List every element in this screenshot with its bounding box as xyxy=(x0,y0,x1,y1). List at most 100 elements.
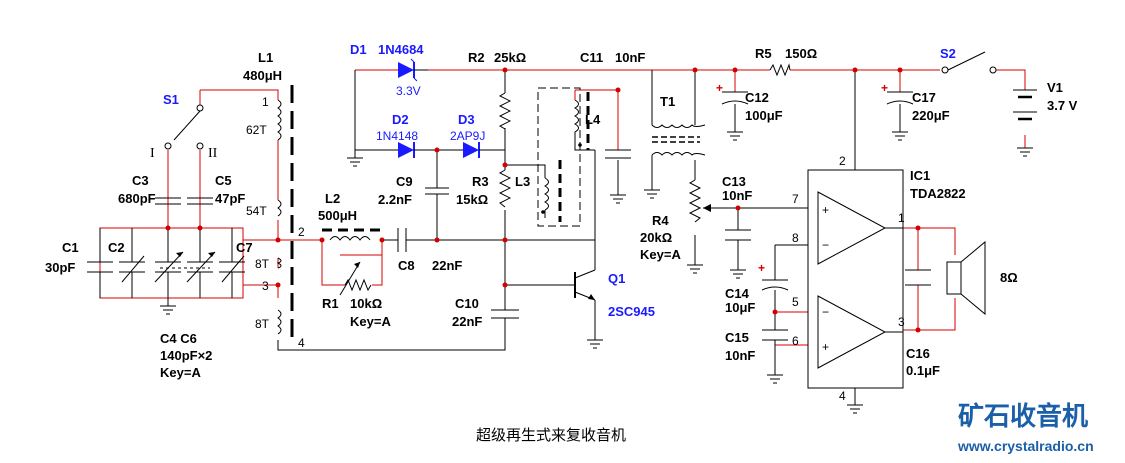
s2-ref: S2 xyxy=(940,46,956,61)
v1-ref: V1 xyxy=(1047,80,1063,95)
c14-value: 10μF xyxy=(725,300,755,315)
q1-ref: Q1 xyxy=(608,271,625,286)
junctions xyxy=(165,67,921,333)
d1-part: 1N4684 xyxy=(378,42,424,57)
c13-ref: C13 xyxy=(722,174,746,189)
output-stage xyxy=(905,240,986,316)
l1-turns-4: 8T xyxy=(255,317,270,331)
d3-ref: D3 xyxy=(458,112,475,127)
ic-tda2822: + − − + xyxy=(807,169,904,414)
c14-ref: C14 xyxy=(725,286,750,301)
svg-text:−: − xyxy=(822,238,829,252)
d3-part: 2AP9J xyxy=(450,129,485,143)
svg-text:+: + xyxy=(881,81,888,95)
c12-value: 100μF xyxy=(745,108,783,123)
switch-s1 xyxy=(164,104,204,150)
l1-turns-1: 62T xyxy=(246,123,267,137)
l1-pin4: 4 xyxy=(298,336,305,350)
c3-value: 680pF xyxy=(118,191,156,206)
potentiometer-r4 xyxy=(687,179,711,274)
wires xyxy=(99,69,1026,405)
r2-ref: R2 xyxy=(468,50,485,65)
svg-text:−: − xyxy=(822,305,829,319)
c8-ref: C8 xyxy=(398,258,415,273)
svg-text:+: + xyxy=(822,203,829,217)
l2-ref: L2 xyxy=(325,191,340,206)
diodes xyxy=(347,58,483,167)
inductor-l1 xyxy=(276,85,294,345)
c1-ref: C1 xyxy=(62,240,79,255)
logo-text: 矿石收音机 xyxy=(958,401,1088,432)
d2-part: 1N4148 xyxy=(376,129,418,143)
l1-turns-2: 54T xyxy=(246,204,267,218)
s1-ref: S1 xyxy=(163,92,179,107)
d1-value: 3.3V xyxy=(396,84,421,98)
c3-ref: C3 xyxy=(132,173,149,188)
c16-value: 0.1μF xyxy=(906,363,940,378)
r5-ref: R5 xyxy=(755,46,772,61)
l2-r1-c8 xyxy=(322,228,414,296)
s1-pos2: II xyxy=(208,146,218,161)
ic1-part: TDA2822 xyxy=(910,186,966,201)
c15-ref: C15 xyxy=(725,330,749,345)
c13-value: 10nF xyxy=(722,188,752,203)
l1-pin1: 1 xyxy=(262,95,269,109)
c9-ref: C9 xyxy=(396,174,413,189)
svg-text:+: + xyxy=(716,81,723,95)
diagram-title: 超级再生式来复收音机 xyxy=(476,426,626,444)
r1-value: 10kΩ xyxy=(350,296,382,311)
power-stage: + xyxy=(769,51,1037,157)
t1-ref: T1 xyxy=(660,94,675,109)
c8-value: 22nF xyxy=(432,258,462,273)
r5-value: 150Ω xyxy=(785,46,817,61)
ic1-pin7: 7 xyxy=(792,192,799,206)
labels: L1 480μH 1 62T 54T 2 8T 3 8T 4 S1 I II C… xyxy=(45,42,1078,403)
l1-pin3: 3 xyxy=(262,279,269,293)
rf-stage xyxy=(425,87,595,330)
r4-ref: R4 xyxy=(652,213,669,228)
ic1-pin1: 1 xyxy=(898,211,905,225)
r4-value: 20kΩ xyxy=(640,230,672,245)
ic1-pin5: 5 xyxy=(792,295,799,309)
r3-ref: R3 xyxy=(472,174,489,189)
c17-ref: C17 xyxy=(912,90,936,105)
ic1-pin3: 3 xyxy=(898,315,905,329)
c7-ref: C7 xyxy=(236,240,253,255)
c5-ref: C5 xyxy=(215,173,232,188)
c11-value: 10nF xyxy=(615,50,645,65)
c4c6-ref: C4 C6 xyxy=(160,331,197,346)
r1-ref: R1 xyxy=(322,296,339,311)
svg-text:+: + xyxy=(758,261,765,275)
l2-value: 500μH xyxy=(318,208,357,223)
c4c6-key: Key=A xyxy=(160,365,201,380)
c15-value: 10nF xyxy=(725,348,755,363)
l1-ref: L1 xyxy=(258,50,273,65)
d2-ref: D2 xyxy=(392,112,409,127)
c10-ref: C10 xyxy=(455,296,479,311)
input-capacitors: + xyxy=(725,229,789,384)
ic1-ref: IC1 xyxy=(910,168,930,183)
logo-url: www.crystalradio.cn xyxy=(957,438,1094,454)
l4-ref: L4 xyxy=(585,112,601,127)
q1-part: 2SC945 xyxy=(608,304,655,319)
c2-ref: C2 xyxy=(108,240,125,255)
c4c6-value: 140pF×2 xyxy=(160,348,212,363)
l1-value: 480μH xyxy=(243,68,282,83)
c11-t1 xyxy=(605,124,706,204)
l1-pin2: 2 xyxy=(298,225,305,239)
ic1-pin4: 4 xyxy=(839,389,846,403)
ic1-pin6: 6 xyxy=(792,334,799,348)
c10-value: 22nF xyxy=(452,314,482,329)
r4-key: Key=A xyxy=(640,247,681,262)
c9-value: 2.2nF xyxy=(378,192,412,207)
l3-ref: L3 xyxy=(515,174,530,189)
svg-text:+: + xyxy=(822,340,829,354)
v1-value: 3.7 V xyxy=(1047,98,1078,113)
r2-value: 25kΩ xyxy=(494,50,526,65)
c12-ref: C12 xyxy=(745,90,769,105)
d1-ref: D1 xyxy=(350,42,367,57)
tuning-capacitors xyxy=(87,197,245,315)
l1-turns-3: 8T xyxy=(255,257,270,271)
ic1-pin2: 2 xyxy=(839,154,846,168)
